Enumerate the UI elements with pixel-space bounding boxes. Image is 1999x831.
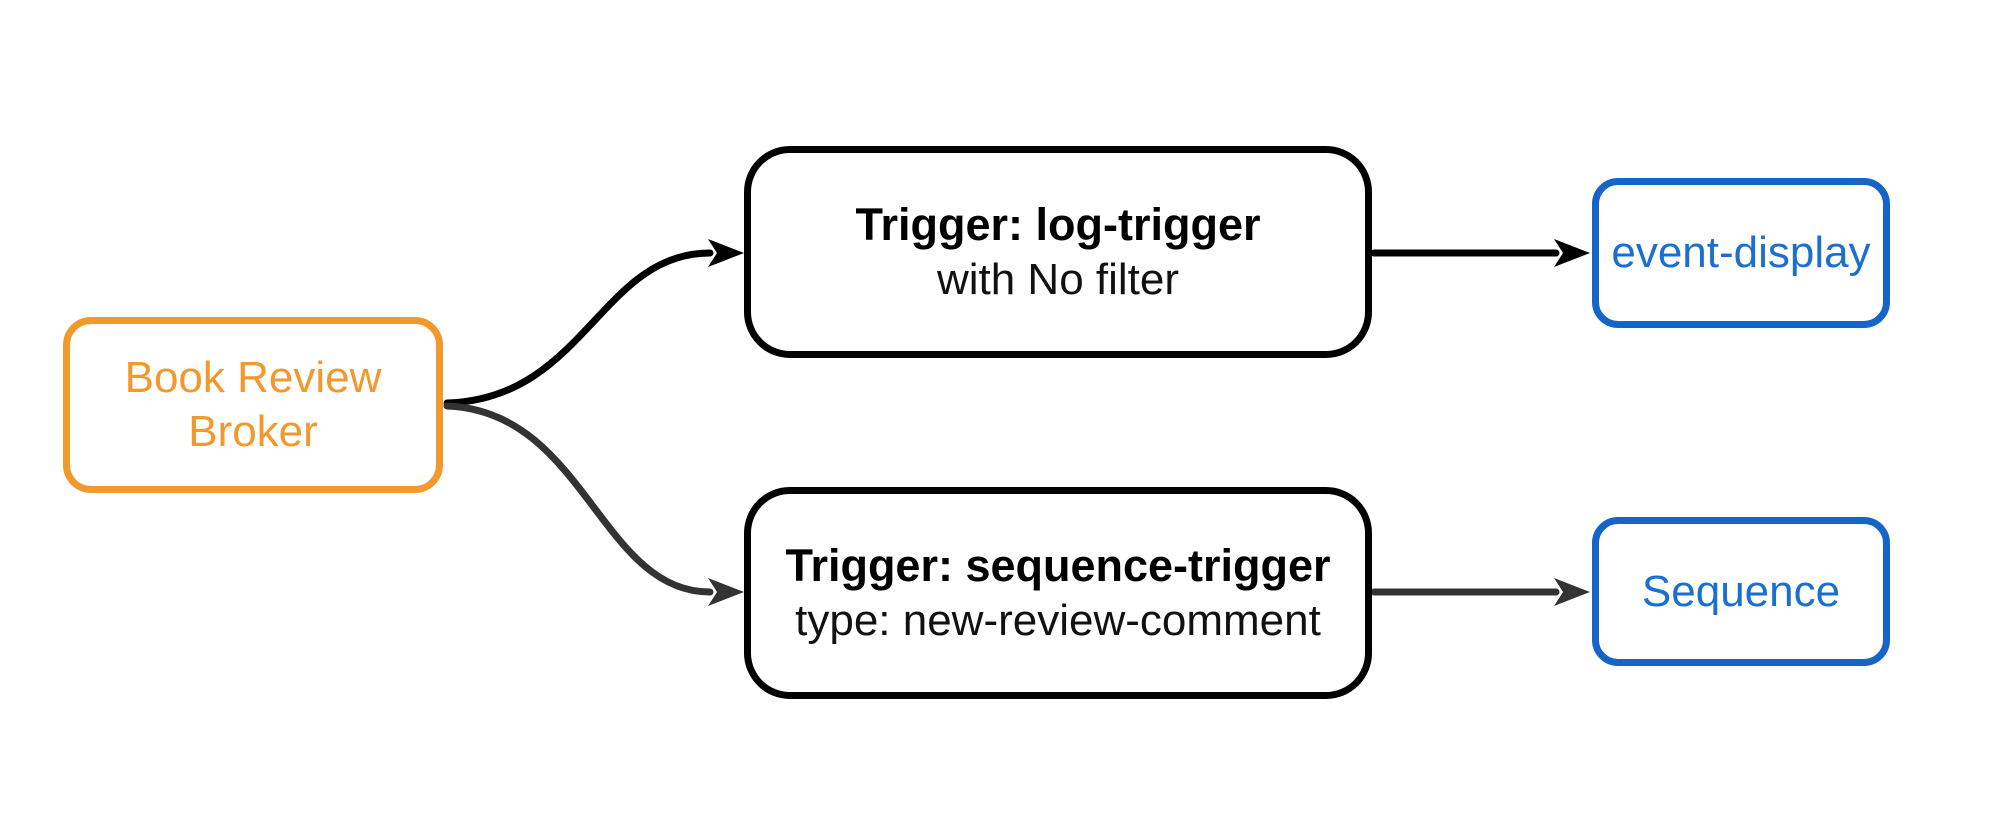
edge-broker-to-log-trigger <box>443 239 744 407</box>
broker-label-line2: Broker <box>188 407 318 456</box>
sequence-trigger-subtitle: type: new-review-comment <box>795 596 1321 645</box>
edge-broker-to-sequence-trigger <box>443 402 744 606</box>
node-sequence: Sequence <box>1592 517 1890 666</box>
node-sequence-trigger: Trigger: sequence-trigger type: new-revi… <box>744 487 1372 699</box>
log-trigger-title: Trigger: log-trigger <box>855 199 1261 250</box>
node-log-trigger: Trigger: log-trigger with No filter <box>744 146 1372 358</box>
broker-label-line1: Book Review <box>124 353 382 402</box>
sequence-label: Sequence <box>1641 566 1841 616</box>
node-book-review-broker: Book Review Broker <box>63 317 443 493</box>
node-event-display: event-display <box>1592 178 1890 328</box>
sequence-trigger-title: Trigger: sequence-trigger <box>785 540 1331 591</box>
log-trigger-subtitle: with No filter <box>936 255 1180 304</box>
event-display-label: event-display <box>1611 228 1871 277</box>
